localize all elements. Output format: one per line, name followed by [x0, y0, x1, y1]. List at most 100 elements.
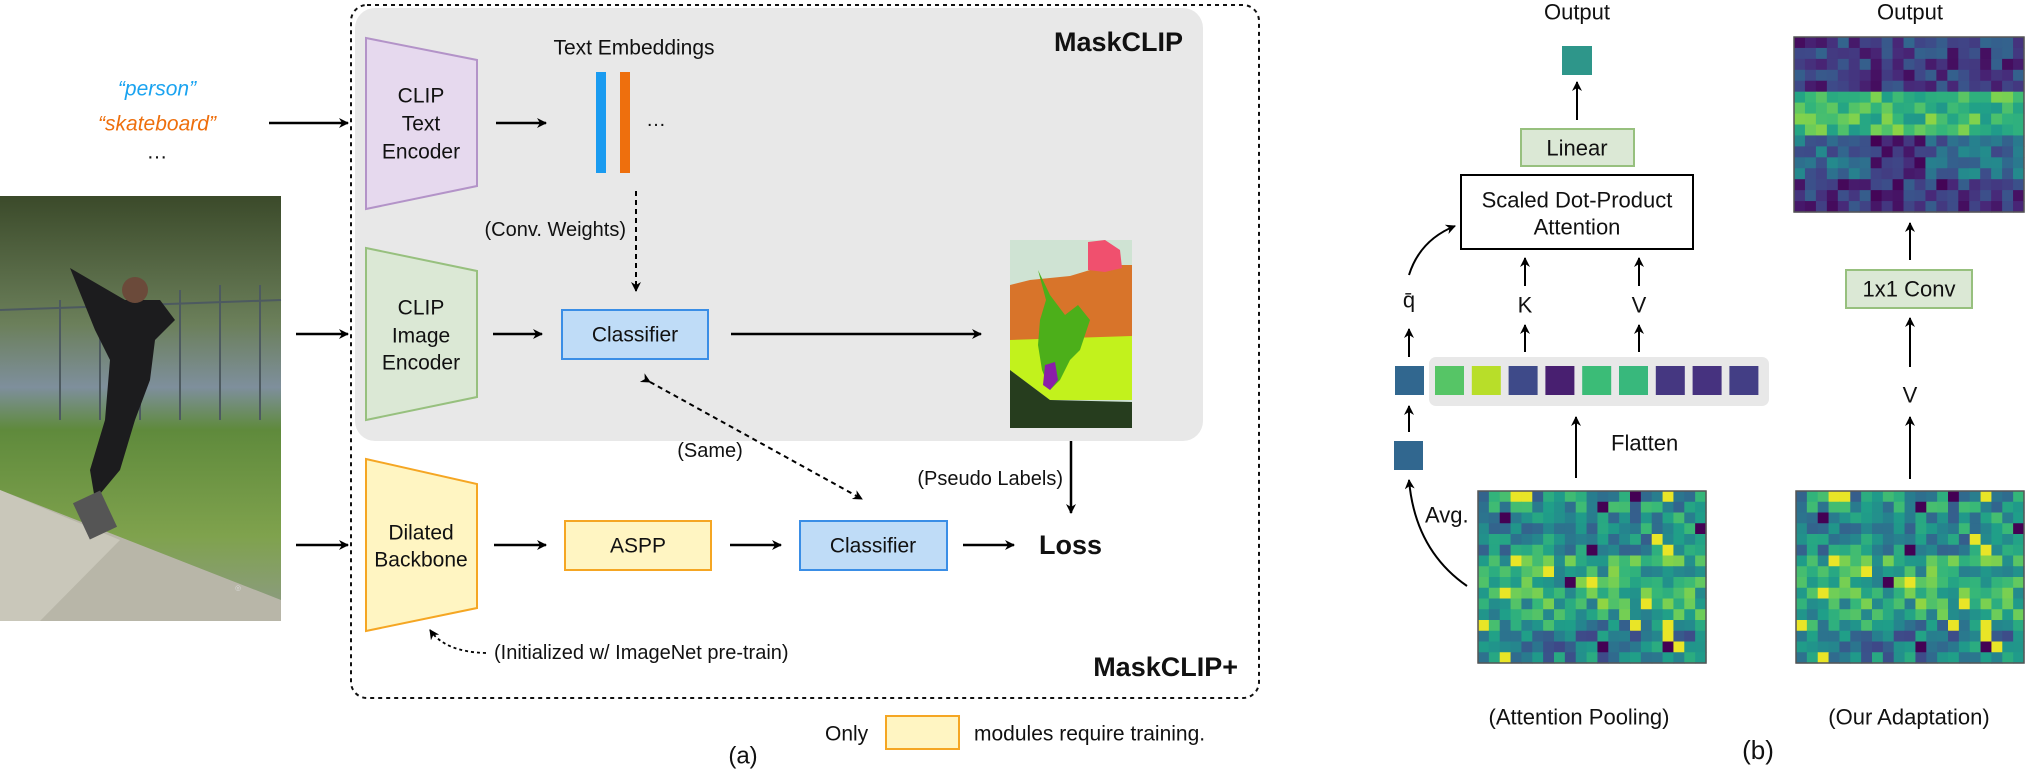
heatmap-cell — [1892, 91, 1905, 104]
heatmap-cell — [2013, 135, 2025, 147]
input-text-more: … — [147, 141, 168, 164]
heatmap-cell — [1859, 58, 1872, 71]
heatmap-cell — [1904, 512, 1917, 524]
heatmap-cell — [1662, 512, 1675, 524]
heatmap-cell — [1914, 37, 1927, 49]
heatmap-cell — [1815, 157, 1828, 169]
heatmap-cell — [1815, 47, 1828, 60]
heatmap-cell — [1510, 534, 1523, 546]
heatmap-cell — [1839, 609, 1851, 621]
heatmap-cell — [1673, 630, 1685, 643]
heatmap-cell — [1839, 587, 1851, 600]
heatmap-cell — [1619, 598, 1631, 610]
heatmap-cell — [1881, 190, 1894, 202]
sdpa-label-2: Attention — [1534, 215, 1621, 240]
heatmap-cell — [1499, 512, 1512, 524]
heatmap-cell — [1925, 47, 1937, 60]
heatmap-cell — [1881, 135, 1894, 147]
heatmap-cell — [1806, 534, 1819, 546]
heatmap-cell — [1870, 102, 1883, 115]
linear-box — [1520, 128, 1635, 167]
heatmap-cell — [1926, 577, 1938, 589]
heatmap-cell — [1991, 201, 2003, 213]
heatmap-cell — [1684, 534, 1696, 546]
heatmap-cell — [1684, 566, 1696, 578]
heatmap-cell — [1662, 587, 1675, 600]
heatmap-cell — [1826, 168, 1839, 180]
heatmap-cell — [1554, 566, 1566, 578]
heatmap-cell — [1937, 641, 1949, 653]
heatmap-cell — [1630, 544, 1642, 557]
heatmap-cell — [1796, 501, 1808, 514]
heatmap-cell — [1543, 587, 1555, 600]
heatmap-cell — [1850, 652, 1862, 664]
heatmap-cell — [1532, 577, 1544, 589]
heatmap-cell — [1499, 523, 1512, 535]
heatmap-cell — [1478, 641, 1490, 653]
heatmap-cell — [1903, 37, 1916, 49]
heatmap-cell — [1915, 577, 1927, 589]
heatmap-cell — [1532, 609, 1544, 621]
heatmap-cell — [1958, 58, 1970, 71]
heatmap-cell — [1488, 555, 1501, 567]
avg-token — [1394, 441, 1423, 470]
heatmap-cell — [1850, 577, 1862, 589]
heatmap-cell — [1662, 641, 1675, 653]
heatmap-cell — [1794, 47, 1806, 60]
heatmap-cell — [1904, 534, 1917, 546]
token-square — [1619, 366, 1648, 395]
heatmap-cell — [1499, 587, 1512, 600]
heatmap-border — [1793, 36, 2025, 213]
heatmap-cell — [1597, 512, 1609, 524]
heatmap-cell — [1510, 609, 1523, 621]
heatmap-cell — [1948, 523, 1960, 535]
heatmap-cell — [1521, 501, 1533, 514]
heatmap-cell — [1991, 609, 2003, 621]
heatmap-cell — [1991, 577, 2003, 589]
heatmap-cell — [1478, 555, 1490, 567]
heatmap-cell — [1815, 80, 1828, 93]
heatmap-cell — [1892, 102, 1905, 115]
heatmap-cell — [1892, 47, 1905, 60]
heatmap-cell — [1564, 491, 1577, 503]
heatmap-cell — [1914, 58, 1927, 71]
heatmap-cell — [1619, 566, 1631, 578]
heatmap-cell — [1925, 58, 1937, 71]
heatmap-cell — [1926, 652, 1938, 664]
heatmap-cell — [1859, 47, 1872, 60]
heatmap-cell — [1673, 609, 1685, 621]
heatmap-cell — [1850, 566, 1862, 578]
heatmap-cell — [1837, 168, 1850, 180]
heatmap-cell — [2002, 555, 2014, 567]
heatmap-cell — [1925, 190, 1937, 202]
heatmap-cell — [1806, 577, 1819, 589]
heatmap-cell — [1947, 113, 1959, 126]
heatmap-cell — [1870, 124, 1883, 137]
heatmap-cell — [1488, 598, 1501, 610]
heatmap-cell — [1608, 609, 1620, 621]
legend-trainable-swatch — [885, 715, 960, 750]
heatmap-cell — [1969, 102, 1981, 115]
heatmap-cell — [1532, 598, 1544, 610]
heatmap-cell — [1597, 534, 1609, 546]
heatmap-cell — [1673, 555, 1685, 567]
heatmap-cell — [1881, 80, 1894, 93]
heatmap-cell — [1499, 544, 1512, 557]
heatmap-cell — [2002, 201, 2014, 213]
heatmap-cell — [1651, 566, 1664, 578]
heatmap-cell — [1817, 534, 1830, 546]
heatmap-cell — [1991, 69, 2003, 82]
heatmap-cell — [1872, 641, 1884, 653]
heatmap-cell — [1662, 491, 1675, 503]
heatmap-cell — [1684, 641, 1696, 653]
q-bar-label: q̄ — [1403, 288, 1415, 313]
heatmap-cell — [1892, 135, 1905, 147]
heatmap-cell — [1695, 598, 1707, 610]
heatmap-cell — [1937, 501, 1949, 514]
heatmap-cell — [1969, 566, 1982, 578]
heatmap-cell — [2013, 91, 2025, 104]
heatmap-cell — [1804, 201, 1817, 213]
heatmap-cell — [1499, 534, 1512, 546]
heatmap-cell — [2013, 609, 2025, 621]
heatmap-cell — [1926, 587, 1938, 600]
